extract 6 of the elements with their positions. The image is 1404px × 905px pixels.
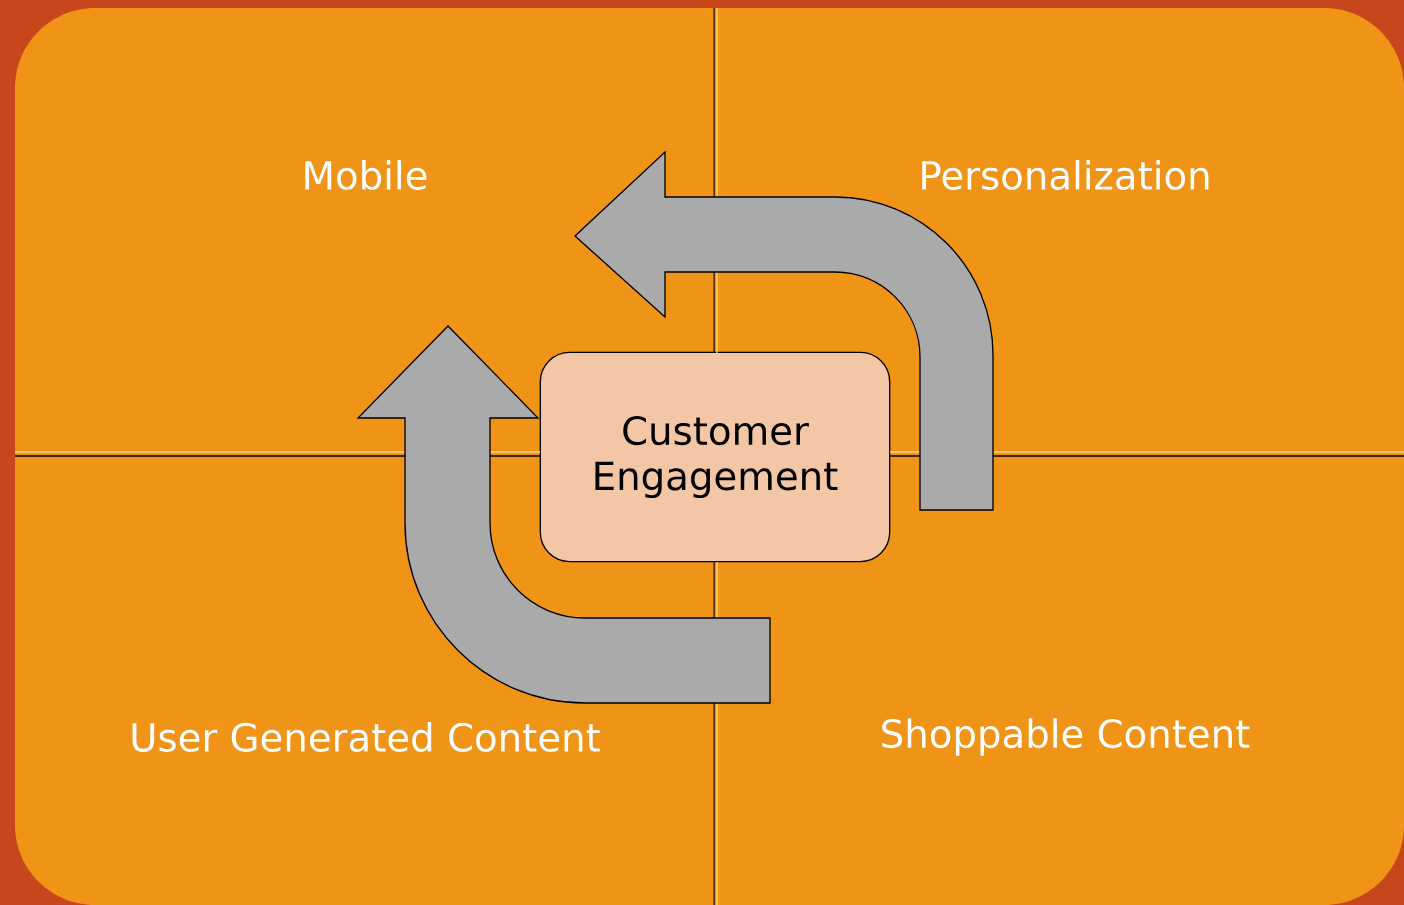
node-label: Shoppable Content: [882, 718, 1250, 756]
node-label: Personalization: [922, 160, 1209, 190]
block-arrow: [357, 325, 771, 704]
block-arrow: [574, 151, 994, 511]
node-label: Mobile: [305, 160, 427, 190]
center-box: Customer Engagement: [539, 351, 891, 563]
